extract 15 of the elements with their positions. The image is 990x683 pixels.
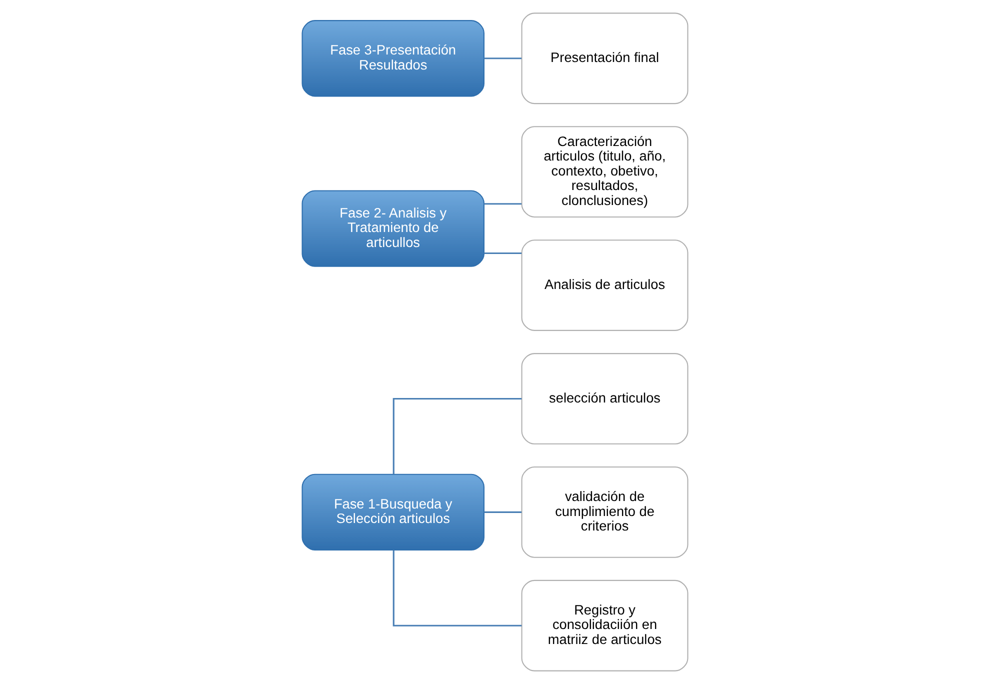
node-box: validación de cumplimiento de criterios: [521, 466, 688, 558]
node-box: Caracterización articulos (titulo, año, contexto, obetivo, resultados, clonclusiones): [521, 126, 688, 218]
node-box: Analisis de articulos: [521, 239, 688, 330]
connector: [484, 57, 522, 59]
node-box: selección articulos: [521, 352, 688, 444]
connector: [484, 202, 522, 204]
connector: [484, 510, 522, 512]
node-box: Presentación final: [521, 12, 688, 104]
node-box: Registro y consolidaciión en matriiz de articulos: [521, 579, 688, 671]
connector: [484, 252, 522, 254]
connector: [392, 550, 522, 626]
node-box: Fase 1-Busqueda y Selección articulos: [302, 473, 484, 550]
node-box: Fase 3-Presentación Resultados: [302, 20, 484, 96]
connector: [392, 397, 522, 474]
node-box: Fase 2- Analisis y Tratamiento de articullos: [302, 190, 484, 266]
